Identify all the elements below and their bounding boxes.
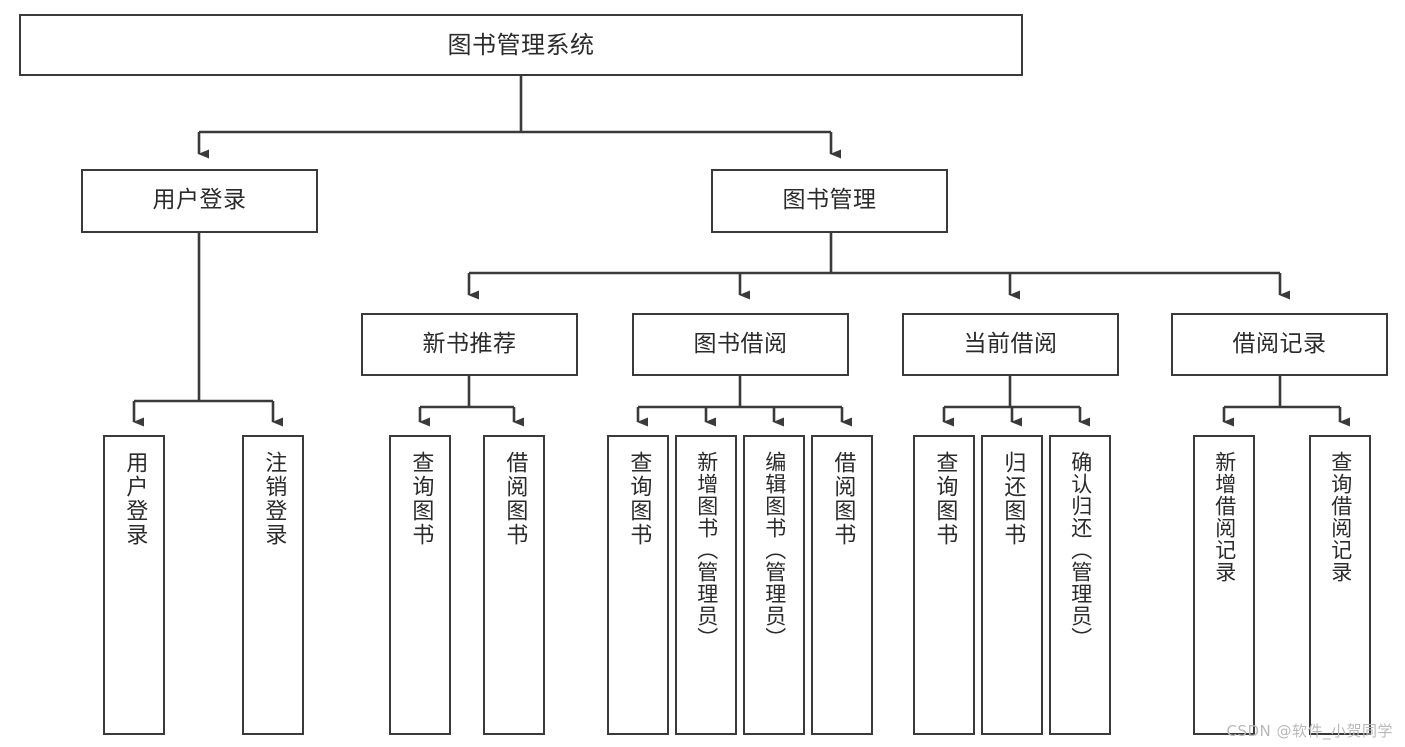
node-label: 借阅记录: [1232, 330, 1327, 357]
node-label: 注销登录: [261, 451, 287, 547]
node-label: 查询图书: [932, 451, 958, 547]
node-label: 图书管理: [782, 187, 877, 214]
node-label: 用户登录: [152, 187, 247, 214]
node-label: 归还图书: [1000, 451, 1026, 547]
leaf-add-book[interactable]: 新增图书（管理员）: [675, 435, 737, 735]
node-label: 用户登录: [122, 451, 148, 547]
node-user-login[interactable]: 用户登录: [81, 169, 318, 233]
leaf-query-borrow-record[interactable]: 查询借阅记录: [1309, 435, 1371, 735]
node-label: 查询图书: [626, 451, 652, 547]
leaf-edit-book[interactable]: 编辑图书（管理员）: [743, 435, 805, 735]
leaf-logout-login[interactable]: 注销登录: [242, 435, 304, 735]
node-label: 编辑图书（管理员）: [762, 451, 787, 649]
leaf-query-book-current[interactable]: 查询图书: [913, 435, 975, 735]
node-label: 新增图书（管理员）: [694, 451, 719, 649]
node-label: 借阅图书: [830, 451, 856, 547]
node-book-borrow[interactable]: 图书借阅: [632, 313, 849, 376]
node-new-book-recommend[interactable]: 新书推荐: [361, 313, 578, 376]
node-label: 新书推荐: [422, 330, 517, 357]
node-label: 新增借阅记录: [1212, 451, 1237, 583]
leaf-borrow-book[interactable]: 借阅图书: [811, 435, 873, 735]
node-label: 当前借阅: [963, 330, 1058, 357]
node-label: 查询图书: [408, 451, 434, 547]
node-label: 借阅图书: [502, 451, 528, 547]
node-label: 图书借阅: [693, 330, 788, 357]
node-book-management[interactable]: 图书管理: [711, 169, 948, 233]
watermark: CSDN @软件_小贺同学: [1226, 722, 1393, 740]
leaf-borrow-book-recommend[interactable]: 借阅图书: [483, 435, 545, 735]
leaf-return-book[interactable]: 归还图书: [981, 435, 1043, 735]
node-borrow-record[interactable]: 借阅记录: [1171, 313, 1388, 376]
node-label: 确认归还（管理员）: [1068, 451, 1093, 649]
leaf-query-book-borrow[interactable]: 查询图书: [607, 435, 669, 735]
node-label: 查询借阅记录: [1328, 451, 1353, 583]
leaf-confirm-return[interactable]: 确认归还（管理员）: [1049, 435, 1111, 735]
node-book-management-system[interactable]: 图书管理系统: [19, 14, 1023, 76]
leaf-user-login[interactable]: 用户登录: [103, 435, 165, 735]
node-current-borrow[interactable]: 当前借阅: [902, 313, 1119, 376]
leaf-add-borrow-record[interactable]: 新增借阅记录: [1193, 435, 1255, 735]
node-label: 图书管理系统: [447, 30, 595, 59]
leaf-query-book-recommend[interactable]: 查询图书: [389, 435, 451, 735]
